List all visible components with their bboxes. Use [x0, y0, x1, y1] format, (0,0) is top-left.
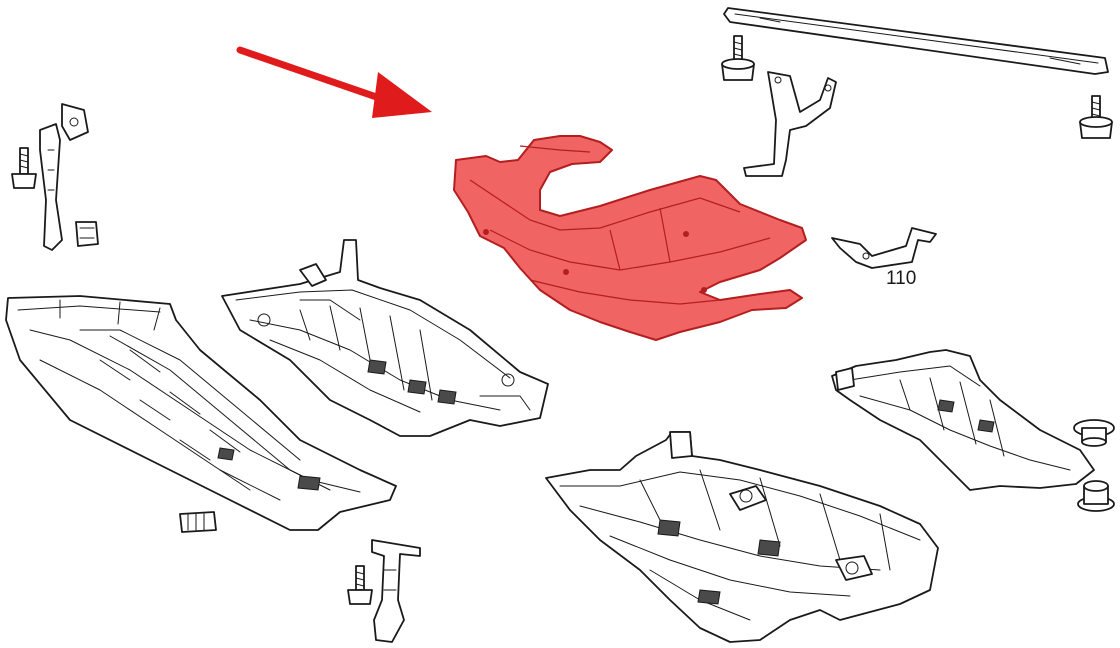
grommet-icon: [1077, 480, 1115, 512]
rear-underbody-cover: [831, 349, 1095, 491]
bracket-icon: [39, 103, 89, 251]
part-number-label: 110: [886, 268, 916, 289]
bolt-icon: [347, 565, 373, 605]
grommet-icon: [1073, 419, 1115, 447]
arrow-icon: [236, 46, 432, 118]
bracket-icon: [831, 227, 937, 269]
front-underbody-cover: [5, 295, 397, 531]
bracket-icon: [371, 539, 421, 643]
middle-underbody-cover: [221, 239, 549, 437]
bolt-icon: [1079, 95, 1113, 139]
clip-icon: [75, 221, 99, 247]
bolt-icon: [11, 147, 37, 189]
bolt-icon: [721, 35, 755, 81]
clip-icon: [179, 511, 217, 533]
lower-underbody-cover: [545, 431, 939, 643]
engine-underbody-shield: [453, 135, 807, 341]
strut-bar-icon: [723, 7, 1109, 75]
bracket-icon: [743, 71, 837, 177]
